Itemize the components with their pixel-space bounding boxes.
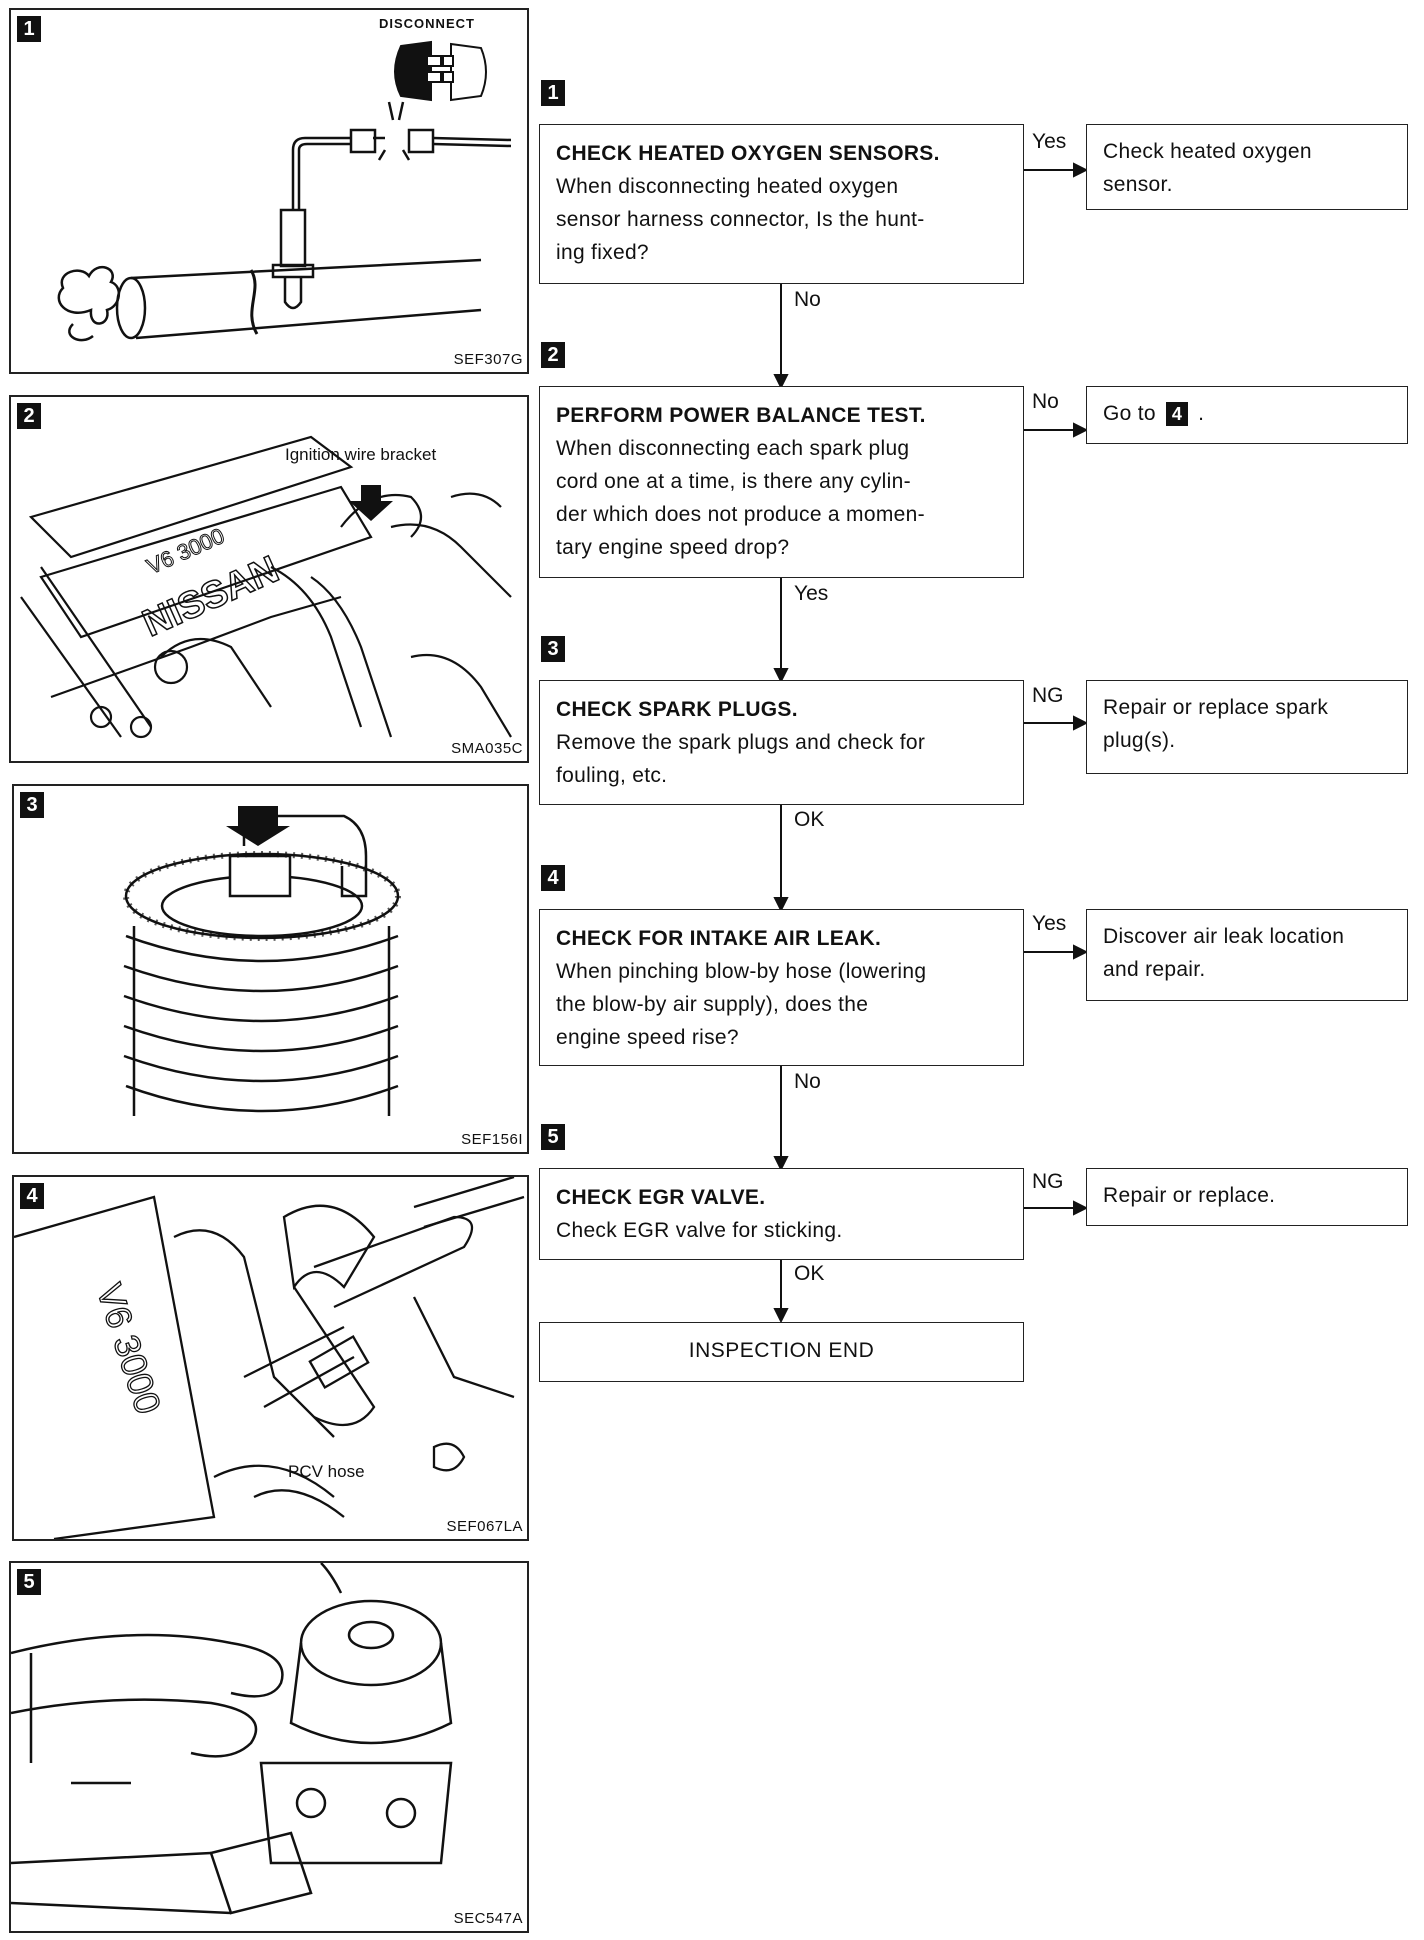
- step-box-4: CHECK FOR INTAKE AIR LEAK. When pinching…: [539, 909, 1024, 1066]
- step-line: Check EGR valve for sticking.: [556, 1219, 843, 1242]
- panel-number: 3: [20, 792, 44, 818]
- goto-text: Go to: [1103, 402, 1156, 425]
- step-title: CHECK EGR VALVE.: [556, 1186, 766, 1209]
- figure-reference: SEF307G: [453, 351, 523, 368]
- panel-number: 4: [20, 1183, 44, 1209]
- oxygen-sensor-illustration: [57, 40, 512, 342]
- step-line: When pinching blow-by hose (lowering: [556, 960, 927, 983]
- step-title: CHECK FOR INTAKE AIR LEAK.: [556, 927, 882, 950]
- branch-label: NG: [1032, 684, 1064, 707]
- goto-suffix: .: [1198, 402, 1205, 425]
- result-line: Discover air leak location: [1103, 925, 1345, 948]
- step-number-badge: 2: [541, 342, 565, 368]
- result-box-3: Repair or replace spark plug(s).: [1086, 680, 1408, 774]
- down-label: No: [794, 1070, 821, 1093]
- result-line: Check heated oxygen: [1103, 140, 1312, 163]
- step-line: Remove the spark plugs and check for: [556, 731, 926, 754]
- step-line: fouling, etc.: [556, 764, 668, 787]
- panel-number: 5: [17, 1569, 41, 1595]
- pcv-hose-pliers-illustration: V6 3000: [14, 1177, 525, 1539]
- step-number-badge: 3: [541, 636, 565, 662]
- step-line: sensor harness connector, Is the hunt-: [556, 208, 925, 231]
- branch-label: No: [1032, 390, 1059, 413]
- spark-plug-illustration: [123, 806, 401, 1116]
- disconnect-callout: DISCONNECT: [379, 16, 475, 31]
- engine-ignition-illustration: NISSAN V6 3000: [20, 435, 512, 739]
- illustration-panel-2: NISSAN V6 3000 2 Ignition wire bracket S…: [9, 395, 529, 763]
- step-line: der which does not produce a momen-: [556, 503, 925, 526]
- inspection-end-box: INSPECTION END: [539, 1322, 1024, 1382]
- step-box-5: CHECK EGR VALVE. Check EGR valve for sti…: [539, 1168, 1024, 1260]
- step-title: PERFORM POWER BALANCE TEST.: [556, 404, 926, 427]
- result-box-5: Repair or replace.: [1086, 1168, 1408, 1226]
- step-title: CHECK HEATED OXYGEN SENSORS.: [556, 142, 940, 165]
- branch-label: NG: [1032, 1170, 1064, 1193]
- arrow-down-icon: [349, 485, 393, 521]
- result-line: Repair or replace.: [1103, 1184, 1276, 1207]
- egr-valve-illustration: [11, 1563, 453, 1915]
- down-label: OK: [794, 808, 825, 831]
- illustration-panel-5: 5 SEC547A: [9, 1561, 529, 1933]
- illustration-panel-3: 3 SEF156I: [12, 784, 529, 1154]
- down-label: No: [794, 288, 821, 311]
- arrow-down-icon: [226, 806, 290, 846]
- down-label: Yes: [794, 582, 829, 605]
- step-line: tary engine speed drop?: [556, 536, 790, 559]
- step-box-1: CHECK HEATED OXYGEN SENSORS. When discon…: [539, 124, 1024, 284]
- figure-reference: SEC547A: [453, 1910, 523, 1927]
- down-label: OK: [794, 1262, 825, 1285]
- step-line: engine speed rise?: [556, 1026, 739, 1049]
- result-box-2: Go to 4 .: [1086, 386, 1408, 444]
- step-line: ing fixed?: [556, 241, 649, 264]
- figure-reference: SMA035C: [451, 740, 523, 757]
- branch-label: Yes: [1032, 912, 1067, 935]
- step-box-2: PERFORM POWER BALANCE TEST. When disconn…: [539, 386, 1024, 578]
- goto-step-badge[interactable]: 4: [1166, 402, 1189, 427]
- panel-number: 1: [17, 16, 41, 42]
- ignition-bracket-callout: Ignition wire bracket: [285, 445, 437, 464]
- result-box-1: Check heated oxygen sensor.: [1086, 124, 1408, 210]
- step-title: CHECK SPARK PLUGS.: [556, 698, 798, 721]
- step-number-badge: 1: [541, 80, 565, 106]
- step-line: When disconnecting heated oxygen: [556, 175, 899, 198]
- branch-label: Yes: [1032, 130, 1067, 153]
- step-number-badge: 4: [541, 865, 565, 891]
- result-line: plug(s).: [1103, 729, 1176, 752]
- step-box-3: CHECK SPARK PLUGS. Remove the spark plug…: [539, 680, 1024, 805]
- step-line: the blow-by air supply), does the: [556, 993, 869, 1016]
- step-number-badge: 5: [541, 1124, 565, 1150]
- step-line: When disconnecting each spark plug: [556, 437, 910, 460]
- step-line: cord one at a time, is there any cylin-: [556, 470, 911, 493]
- figure-reference: SEF067LA: [446, 1518, 523, 1535]
- result-line: Repair or replace spark: [1103, 696, 1329, 719]
- result-line: and repair.: [1103, 958, 1206, 981]
- illustration-panel-4: V6 3000 4 PCV hose SEF067LA: [12, 1175, 529, 1541]
- figure-reference: SEF156I: [461, 1131, 523, 1148]
- illustration-panel-1: 1 DISCONNECT SEF307G: [9, 8, 529, 374]
- result-box-4: Discover air leak location and repair.: [1086, 909, 1408, 1001]
- result-line: sensor.: [1103, 173, 1173, 196]
- pcv-hose-callout: PCV hose: [288, 1462, 365, 1481]
- panel-number: 2: [17, 403, 41, 429]
